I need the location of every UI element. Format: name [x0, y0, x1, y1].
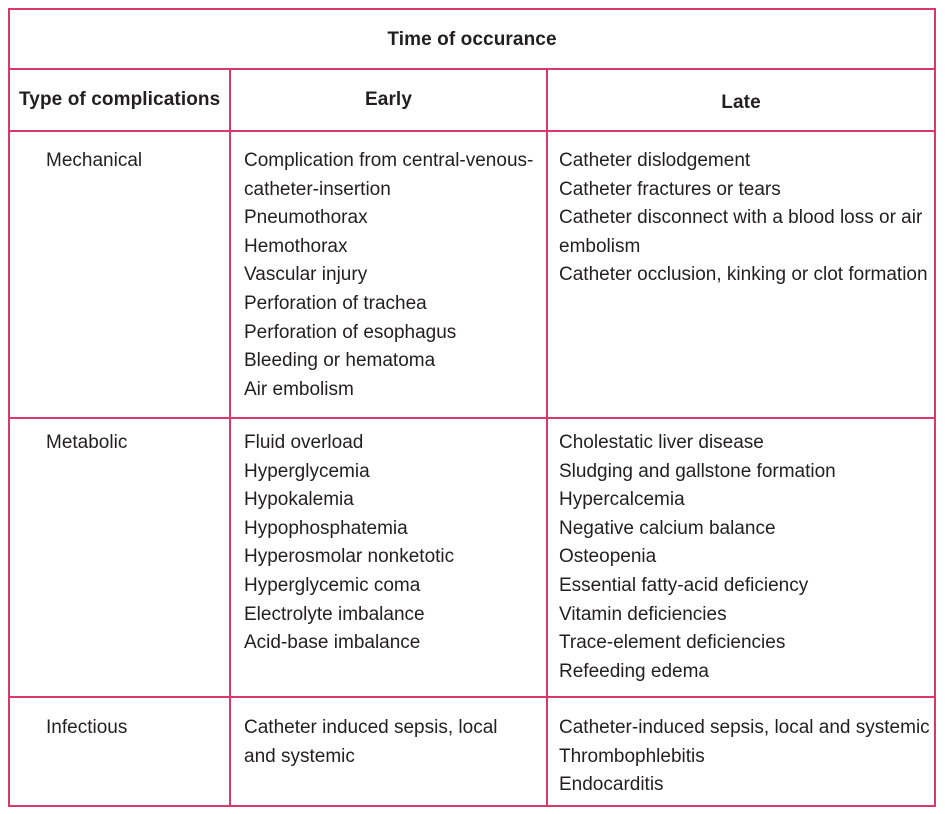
row-type-infectious: Infectious [46, 717, 128, 738]
rule-under-column-headers [10, 130, 934, 132]
metabolic-early-list: Fluid overload Hyperglycemia Hypokalemia… [244, 429, 544, 658]
list-item: Hyperglycemic coma [244, 574, 421, 596]
list-item: Hypokalemia [244, 489, 354, 511]
list-item: Catheter induced sepsis, local [244, 717, 498, 738]
list-item: Hypophosphatemia [244, 517, 408, 539]
list-item: Catheter disconnect with a blood loss or… [559, 207, 923, 229]
infectious-late-list: Catheter-induced sepsis, local and syste… [559, 714, 934, 800]
list-item: Perforation of trachea [244, 292, 427, 314]
rule-under-metabolic [10, 696, 934, 698]
list-item: Catheter-induced sepsis, local and syste… [559, 717, 930, 738]
infectious-early-list: Catheter induced sepsis, local and syste… [244, 714, 544, 771]
list-item: Catheter fractures or tears [559, 178, 781, 200]
mechanical-early-list: Complication from central-venous- cathet… [244, 147, 544, 404]
list-item: Vitamin deficiencies [559, 603, 727, 625]
list-item: Hypercalcemia [559, 489, 685, 511]
divider-type-early [229, 68, 231, 805]
list-item: Complication from central-venous- [244, 150, 534, 171]
list-item: Cholestatic liver disease [559, 432, 764, 453]
list-item: Bleeding or hematoma [244, 350, 436, 372]
list-item: Thrombophlebitis [559, 745, 705, 767]
list-item: Catheter dislodgement [559, 150, 751, 171]
list-item: catheter-insertion [244, 178, 391, 200]
list-item: Osteopenia [559, 546, 657, 568]
list-item: and systemic [244, 745, 355, 767]
list-item: embolism [559, 235, 641, 257]
early-header: Early [365, 89, 412, 110]
list-item: Essential fatty-acid deficiency [559, 574, 809, 596]
list-item: Hyperosmolar nonketotic [244, 546, 455, 568]
list-item: Air embolism [244, 378, 354, 400]
list-item: Hemothorax [244, 235, 348, 257]
list-item: Acid-base imbalance [244, 632, 421, 654]
list-item: Endocarditis [559, 774, 664, 796]
type-of-complications-header: Type of complications [19, 89, 221, 110]
list-item: Perforation of esophagus [244, 321, 457, 343]
list-item: Trace-element deficiencies [559, 632, 786, 654]
list-item: Vascular injury [244, 264, 368, 286]
rule-under-mechanical [10, 417, 934, 419]
list-item: Hyperglycemia [244, 460, 370, 482]
row-type-mechanical: Mechanical [46, 150, 143, 171]
divider-early-late [546, 68, 548, 805]
list-item: Fluid overload [244, 432, 364, 453]
time-of-occurance-header: Time of occurance [387, 29, 557, 50]
metabolic-late-list: Cholestatic liver disease Sludging and g… [559, 429, 934, 686]
complications-table: Time of occurance Type of complications … [8, 8, 936, 807]
list-item: Catheter occlusion, kinking or clot form… [559, 264, 928, 286]
late-header: Late [721, 92, 761, 113]
list-item: Electrolyte imbalance [244, 603, 425, 625]
mechanical-late-list: Catheter dislodgement Catheter fractures… [559, 147, 934, 290]
list-item: Refeeding edema [559, 660, 709, 682]
row-type-metabolic: Metabolic [46, 432, 128, 453]
list-item: Pneumothorax [244, 207, 368, 229]
list-item: Sludging and gallstone formation [559, 460, 836, 482]
rule-under-time-header [10, 68, 934, 70]
list-item: Negative calcium balance [559, 517, 776, 539]
